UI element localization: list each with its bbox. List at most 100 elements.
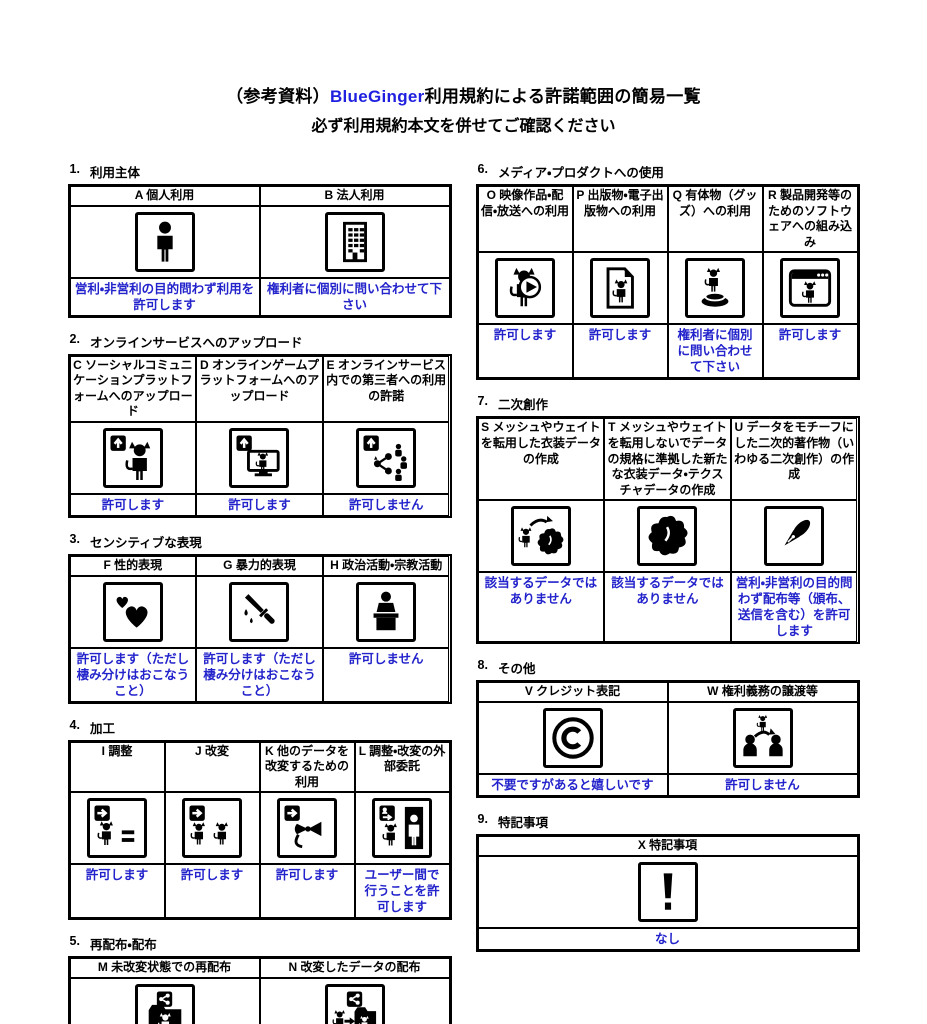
section-title: 再配布・配布 [89,938,157,953]
section-title: 利用主体 [89,166,140,180]
share-folder-icon [134,983,195,1024]
section-heading: 9.特記事項 [478,812,860,831]
item-header: M 未改変状態での再配布 [69,958,260,978]
item-header: B 法人利用 [259,186,450,206]
item-header: P 出版物・電子出版物への利用 [572,186,668,253]
item-header: C ソーシャルコミュニケーションプラットフォームへのアップロード [69,355,197,422]
item-icon-cell [259,977,450,1024]
section-heading: 8.その他 [478,658,860,677]
section-special-notes: 9.特記事項 X 特記事項 なし [475,812,860,952]
figurine-icon [685,258,745,319]
item-header: T メッシュやウェイトを転用しないでデータの規格に準拠した新たな衣装データ・テク… [604,418,731,501]
section-number: 5. [69,934,80,949]
item-header: X 特記事項 [477,835,858,856]
item-icon-cell [667,252,763,325]
item-header: R 製品開発等のためのソフトウェアへの組み込み [762,186,858,253]
item-status: 不要ですがあると嬉しいです [477,773,668,796]
item-status: 許可しません [322,493,450,516]
hearts-icon [102,581,163,642]
item-icon-cell [322,421,450,494]
section-processing: 4.加工 I 調整 J 改変 K 他のデータを改変するための利用 L 調整・改変… [67,718,452,921]
pen-nib-icon [764,506,825,567]
section-derivative-works: 7. 二次創作 S メッシュやウェイトを転用した衣装データの作成 T メッシュやウ… [475,394,860,645]
section-number: 8. [477,658,488,673]
item-header: A 個人利用 [69,186,260,206]
modify-pair-icon [182,798,242,859]
section-number: 1. [69,162,80,176]
right-column: 6.メディア・プロダクトへの使用 O 映像作品・配信・放送への利用 P 出版物・… [475,162,860,1024]
section-table: V クレジット表記 W 権利義務の譲渡等 不要ですがあると嬉しいです 許可しませ… [475,680,860,798]
section-heading: 7. 二次創作 [478,394,860,413]
item-icon-cell [477,701,668,774]
software-window-icon [780,258,840,319]
item-icon-cell [69,575,197,648]
section-heading: 4.加工 [70,718,452,737]
section-number: 7. [477,394,488,409]
upload-game-icon [229,427,290,488]
adjust-equal-icon [87,798,147,859]
item-status: 許可します [69,493,197,516]
item-header: L 調整・改変の外部委託 [354,741,450,793]
section-title: 二次創作 [497,398,548,413]
item-header: H 政治活動・宗教活動 [322,555,450,576]
item-icon-cell [196,421,323,494]
item-status: 営利・非営利の目的問わず利用を許可します [69,277,260,316]
item-status: なし [477,927,858,950]
item-icon-cell [667,701,858,774]
section-heading: 3.センシティブな表現 [70,532,452,551]
item-status: 許可します（ただし棲み分けはおこなうこと） [69,647,197,702]
item-icon-cell [69,977,260,1024]
item-icon-cell [730,500,858,573]
section-heading: 6.メディア・プロダクトへの使用 [478,162,860,181]
exclamation-icon [637,861,698,922]
item-status: 許可します（ただし棲み分けはおこなうこと） [196,647,323,702]
item-status: 権利者に個別に問い合わせて下さい [259,277,450,316]
item-status: 許可します [762,324,858,379]
section-number: 2. [69,331,80,346]
item-header: U データをモチーフにした二次的著作物（いわゆる二次創作）の作成 [730,418,858,501]
item-header: E オンラインサービス内での第三者への利用の許諾 [322,355,450,422]
item-status: 許可しません [322,647,450,702]
title-prefix: （参考資料） [226,87,330,106]
costume-new-icon [637,506,698,567]
outsource-door-icon [372,798,432,859]
section-table: S メッシュやウェイトを転用した衣装データの作成 T メッシュやウェイトを転用し… [475,416,860,645]
item-status: 許可しません [667,773,858,796]
section-table: A 個人利用 B 法人利用 営利・非営利の目的問わず利用を許可します 権利者に個… [67,184,452,318]
section-table: O 映像作品・配信・放送への利用 P 出版物・電子出版物への利用 Q 有体物（グ… [475,184,860,381]
podium-icon [356,581,417,642]
section-sensitive-expression: 3.センシティブな表現 F 性的表現 G 暴力的表現 H 政治活動・宗教活動 許… [67,532,452,704]
item-icon-cell [322,575,450,648]
section-title: 加工 [89,721,115,736]
item-header: D オンラインゲームプラットフォームへのアップロード [196,355,323,422]
item-status: 許可します [477,324,573,379]
person-icon [134,211,195,272]
section-table: F 性的表現 G 暴力的表現 H 政治活動・宗教活動 許可します（ただし棲み分け… [67,553,452,704]
building-icon [324,211,385,272]
modify-other-data-icon [277,798,337,859]
item-header: J 改変 [164,741,260,793]
item-icon-cell [477,500,605,573]
item-status: ユーザー間で行うことを許可します [354,864,450,919]
item-header: N 改変したデータの配布 [259,958,450,978]
section-title: メディア・プロダクトへの使用 [497,166,664,180]
item-header: K 他のデータを改変するための利用 [259,741,355,793]
item-header: W 権利義務の譲渡等 [667,682,858,702]
item-status: 許可します [196,493,323,516]
item-header: V クレジット表記 [477,682,668,702]
section-table: X 特記事項 なし [475,833,860,952]
section-other: 8.その他 V クレジット表記 W 権利義務の譲渡等 不要ですがあると嬉しいです… [475,658,860,798]
copyright-icon [542,707,603,768]
costume-reuse-icon [510,506,571,567]
item-status: 許可します [572,324,668,379]
item-status: 該当するデータではありません [604,572,731,643]
section-heading: 1. 利用主体 [70,162,452,181]
item-header: F 性的表現 [69,555,197,576]
section-media-products: 6.メディア・プロダクトへの使用 O 映像作品・配信・放送への利用 P 出版物・… [475,162,860,381]
knife-icon [229,581,290,642]
upload-share-users-icon [356,427,417,488]
section-table: I 調整 J 改変 K 他のデータを改変するための利用 L 調整・改変の外部委託… [67,739,452,921]
page-subtitle: 必ず利用規約本文を併せてご確認ください [311,118,616,135]
share-modified-folder-icon [324,983,385,1024]
